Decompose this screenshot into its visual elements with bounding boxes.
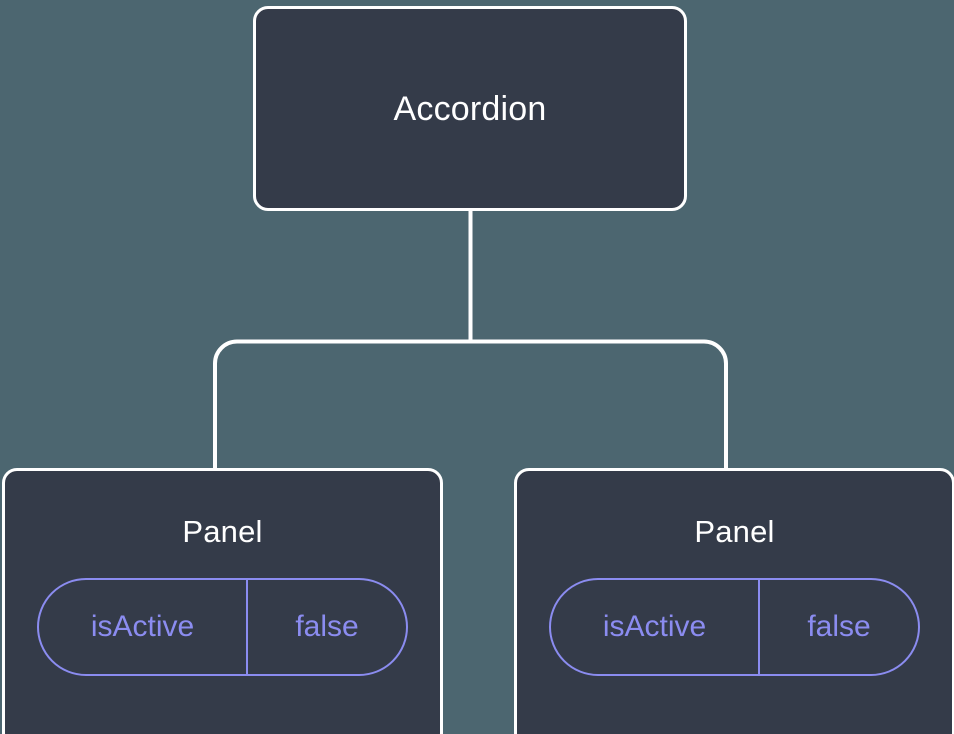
connector-branch-left bbox=[213, 339, 471, 468]
state-badge-panel-2-key: isActive bbox=[551, 580, 760, 674]
node-accordion-title: Accordion bbox=[393, 89, 547, 128]
connector-branch-right bbox=[470, 339, 728, 468]
node-panel-1-title: Panel bbox=[182, 514, 263, 549]
state-badge-panel-1-key: isActive bbox=[39, 580, 248, 674]
node-panel-2-title: Panel bbox=[694, 514, 775, 549]
state-badge-panel-1[interactable]: isActive false bbox=[37, 578, 408, 676]
node-accordion[interactable]: Accordion bbox=[253, 6, 687, 211]
state-badge-panel-2-value: false bbox=[807, 610, 871, 643]
state-badge-panel-1-value: false bbox=[295, 610, 359, 643]
state-badge-panel-2[interactable]: isActive false bbox=[549, 578, 920, 676]
node-panel-1[interactable]: Panel isActive false bbox=[2, 468, 443, 734]
node-panel-2[interactable]: Panel isActive false bbox=[514, 468, 954, 734]
